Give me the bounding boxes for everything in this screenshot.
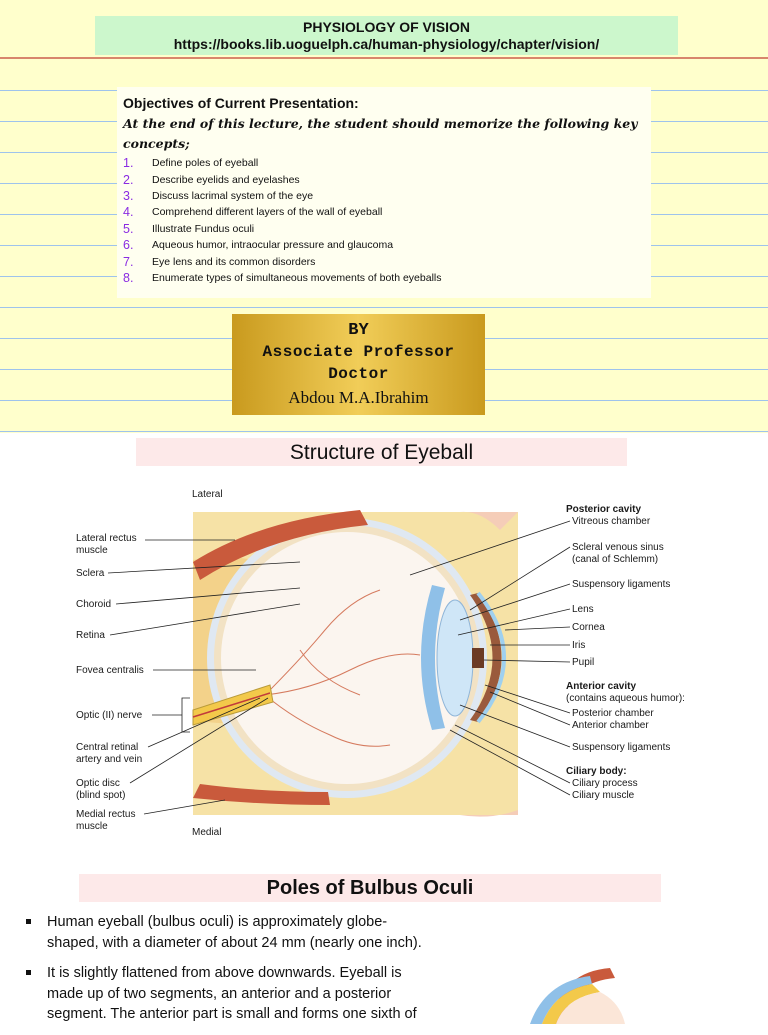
item-number: 3. [123,189,152,203]
objectives-panel: Objectives of Current Presentation: At t… [117,87,651,298]
objectives-list: 1.Define poles of eyeball 2.Describe eye… [123,155,645,286]
vitreous-chamber-shape [221,532,473,784]
label-lateral-rectus-2: muscle [76,545,108,556]
label-optic-nerve: Optic (II) nerve [76,710,143,721]
list-item: 1.Define poles of eyeball [123,155,645,171]
bullet-text: Human eyeball (bulbus oculi) is approxim… [47,914,422,951]
label-optic-disc-2: (blind spot) [76,790,125,801]
bracket-line [152,698,190,732]
label-central-retinal: Central retinal [76,742,138,753]
item-text: Define poles of eyeball [152,157,258,169]
label-scleral-sinus: Scleral venous sinus [572,542,664,553]
list-item: 8.Enumerate types of simultaneous moveme… [123,270,645,286]
label-iris: Iris [572,640,585,651]
label-lateral: Lateral [192,489,223,500]
label-fovea: Fovea centralis [76,665,144,676]
item-number: 5. [123,222,152,236]
label-retina: Retina [76,630,105,641]
section-heading-structure: Structure of Eyeball [136,438,627,466]
bullet-text: It is slightly flattened from above down… [47,965,417,1022]
label-cornea: Cornea [572,622,605,633]
item-number: 2. [123,173,152,187]
objectives-intro: At the end of this lecture, the student … [123,114,645,154]
rule-line [0,307,768,308]
document-header: PHYSIOLOGY OF VISION https://books.lib.u… [95,16,678,55]
label-posterior-cavity: Posterior cavity [566,504,641,515]
label-optic-disc: Optic disc [76,778,120,789]
label-posterior-chamber: Posterior chamber [572,708,654,719]
label-ciliary-muscle: Ciliary muscle [572,790,635,801]
margin-line [0,57,768,59]
label-sclera: Sclera [76,568,105,579]
label-suspensory-2: Suspensory ligaments [572,742,670,753]
source-url[interactable]: https://books.lib.uoguelph.ca/human-phys… [95,36,678,53]
item-text: Describe eyelids and eyelashes [152,174,300,186]
label-central-retinal-2: artery and vein [76,754,142,765]
objectives-heading: Objectives of Current Presentation: [123,95,645,111]
label-anterior-chamber: Anterior chamber [572,720,649,731]
ruled-paper-background: PHYSIOLOGY OF VISION https://books.lib.u… [0,0,768,433]
rule-line [0,431,768,432]
item-text: Aqueous humor, intraocular pressure and … [152,239,393,251]
bullet-item: Human eyeball (bulbus oculi) is approxim… [22,912,432,953]
item-number: 8. [123,271,152,285]
author-name: Abdou M.A.Ibrahim [232,386,485,410]
label-lens: Lens [572,604,594,615]
author-box: BY Associate Professor Doctor Abdou M.A.… [232,314,485,415]
label-scleral-sinus-2: (canal of Schlemm) [572,554,658,565]
bullet-item: It is slightly flattened from above down… [22,963,432,1025]
section-heading-poles: Poles of Bulbus Oculi [79,874,661,902]
document-title: PHYSIOLOGY OF VISION [95,19,678,36]
eyeball-diagram: Lateral Medial Lateral rectus muscle Scl… [60,480,710,840]
item-text: Illustrate Fundus oculi [152,223,254,235]
item-number: 7. [123,255,152,269]
list-item: 6.Aqueous humor, intraocular pressure an… [123,237,645,253]
pupil-shape [472,648,484,668]
list-item: 3.Discuss lacrimal system of the eye [123,188,645,204]
by-label: BY [232,320,485,341]
label-medial-rectus: Medial rectus [76,809,135,820]
item-number: 1. [123,156,152,170]
label-ciliary-body: Ciliary body: [566,766,627,777]
list-item: 5.Illustrate Fundus oculi [123,221,645,237]
label-suspensory-1: Suspensory ligaments [572,579,670,590]
list-item: 2.Describe eyelids and eyelashes [123,171,645,187]
label-anterior-cavity-note: (contains aqueous humor): [566,693,685,704]
label-anterior-cavity: Anterior cavity [566,681,636,692]
label-lateral-rectus: Lateral rectus [76,533,137,544]
list-item: 7.Eye lens and its common disorders [123,253,645,269]
bullet-marker [26,970,31,975]
item-number: 4. [123,205,152,219]
list-item: 4.Comprehend different layers of the wal… [123,204,645,220]
eye-illustration-thumbnail [520,962,650,1024]
author-title-line1: Associate Professor [232,341,485,363]
item-text: Eye lens and its common disorders [152,256,315,268]
label-vitreous: Vitreous chamber [572,516,651,527]
label-medial: Medial [192,827,221,838]
label-pupil: Pupil [572,657,594,668]
item-text: Enumerate types of simultaneous movement… [152,272,442,284]
bullet-marker [26,919,31,924]
label-medial-rectus-2: muscle [76,821,108,832]
item-text: Comprehend different layers of the wall … [152,206,382,218]
label-choroid: Choroid [76,599,111,610]
label-ciliary-process: Ciliary process [572,778,638,789]
item-text: Discuss lacrimal system of the eye [152,190,313,202]
poles-bullet-list: Human eyeball (bulbus oculi) is approxim… [22,912,432,1035]
author-title-line2: Doctor [232,363,485,385]
item-number: 6. [123,238,152,252]
